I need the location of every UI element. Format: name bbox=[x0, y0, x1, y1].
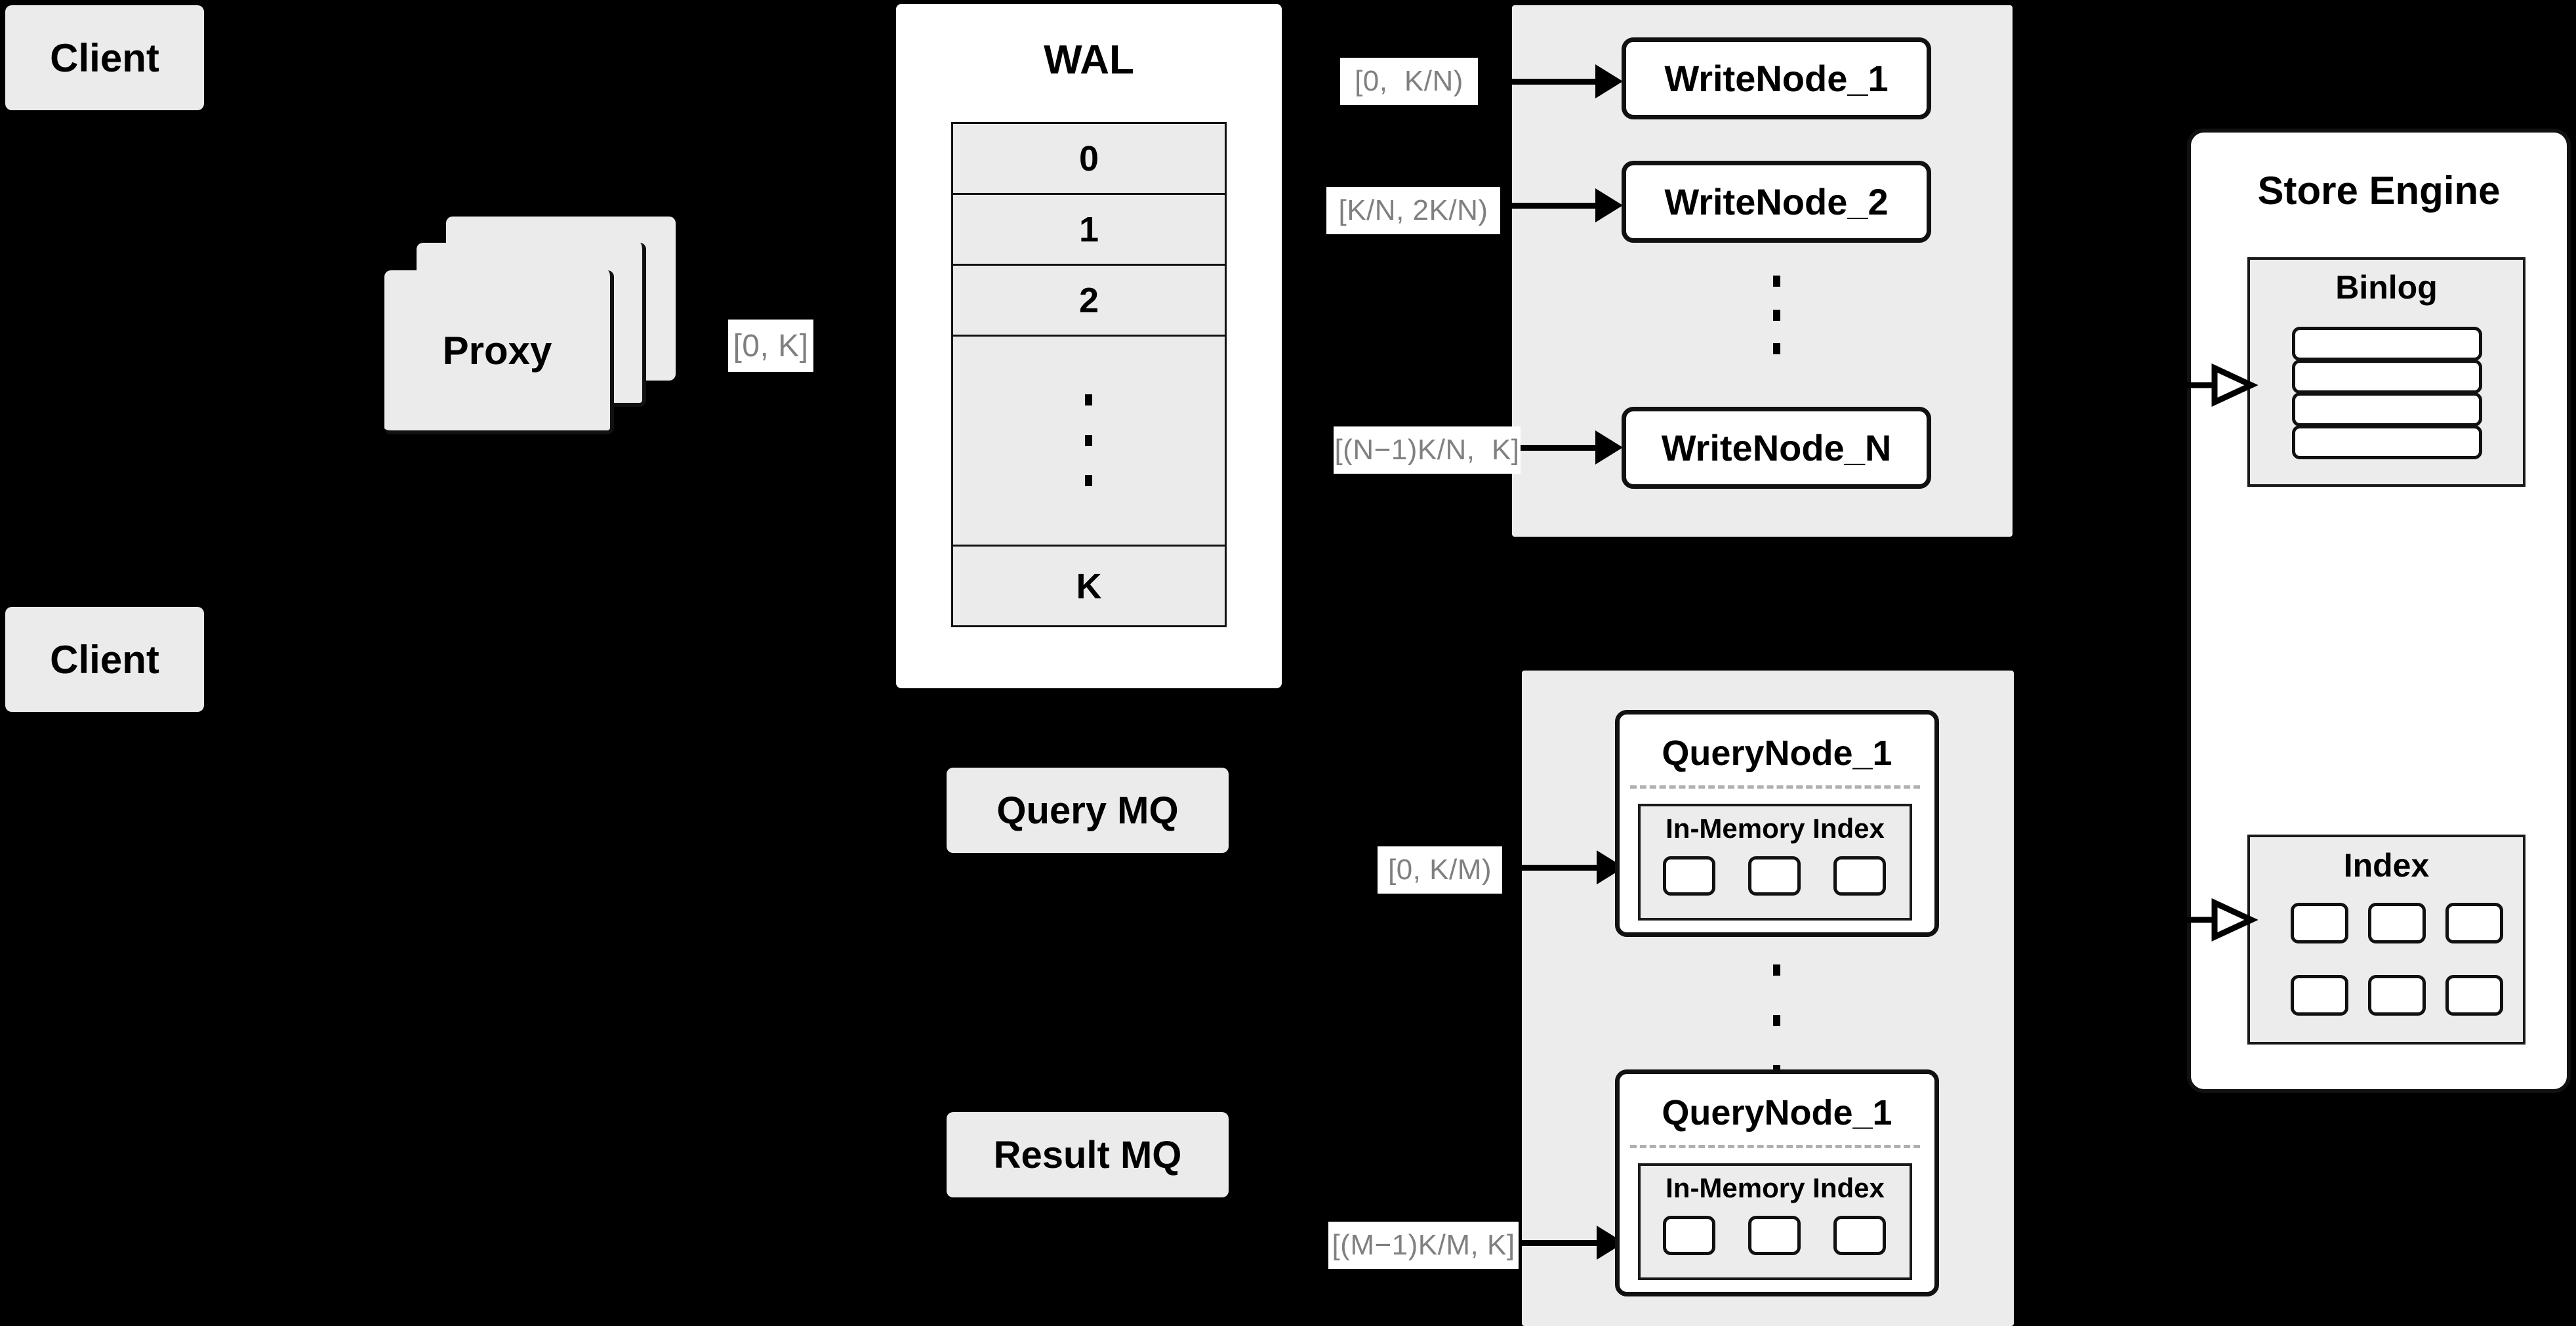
write-node-n-label: WriteNode_N bbox=[1661, 427, 1892, 468]
binlog-group: Binlog bbox=[2247, 257, 2525, 487]
wal-row-1[interactable]: 1 bbox=[953, 195, 1225, 266]
query-node-1[interactable]: QueryNode_1 In-Memory Index bbox=[1615, 710, 1939, 937]
write-node-1-arrow-head bbox=[1595, 64, 1623, 98]
query-mq-label: Query MQ bbox=[996, 789, 1179, 832]
store-engine-panel[interactable]: Store Engine Binlog Index bbox=[2186, 129, 2571, 1093]
query-node-2-index-cell[interactable] bbox=[1833, 1216, 1886, 1255]
index-cell[interactable] bbox=[2445, 975, 2503, 1016]
result-mq-box[interactable]: Result MQ bbox=[947, 1112, 1229, 1197]
query-node-1-inmemory-index: In-Memory Index bbox=[1638, 804, 1912, 921]
index-cell[interactable] bbox=[2445, 903, 2503, 943]
wal-row-ellipsis bbox=[953, 337, 1225, 547]
query-node-2-range-label: [(M−1)K/M, K] bbox=[1328, 1222, 1519, 1269]
index-title: Index bbox=[2343, 847, 2430, 884]
binlog-row[interactable] bbox=[2292, 425, 2482, 459]
query-node-1-index-cell[interactable] bbox=[1833, 856, 1886, 896]
query-node-2-title: QueryNode_1 bbox=[1662, 1093, 1892, 1132]
client-box-1[interactable]: Client bbox=[5, 5, 204, 110]
query-mq-box[interactable]: Query MQ bbox=[947, 768, 1229, 853]
index-cell[interactable] bbox=[2368, 975, 2426, 1016]
write-node-n-arrow-head bbox=[1595, 430, 1623, 465]
write-node-2-label: WriteNode_2 bbox=[1664, 181, 1889, 222]
query-node-2-index-cell[interactable] bbox=[1663, 1216, 1715, 1255]
binlog-row[interactable] bbox=[2292, 360, 2482, 394]
wal-title: WAL bbox=[1044, 37, 1134, 83]
query-node-2-inmemory-index: In-Memory Index bbox=[1638, 1163, 1912, 1280]
write-node-2-range-label: [K/N, 2K/N) bbox=[1326, 187, 1500, 234]
query-node-2-inmemory-index-title: In-Memory Index bbox=[1666, 1172, 1885, 1203]
write-node-2[interactable]: WriteNode_2 bbox=[1622, 161, 1931, 243]
write-node-n-arrow-line bbox=[1521, 445, 1603, 451]
query-node-1-range-label: [0, K/M) bbox=[1378, 846, 1502, 894]
write-node-1-arrow-line bbox=[1478, 79, 1603, 85]
query-node-1-inmemory-index-title: In-Memory Index bbox=[1666, 813, 1885, 844]
wal-row-k[interactable]: K bbox=[1076, 567, 1102, 606]
write-node-n-range-label: [(N−1)K/N, K] bbox=[1334, 426, 1521, 474]
store-engine-title: Store Engine bbox=[2257, 168, 2501, 213]
proxy-label: Proxy bbox=[442, 328, 552, 373]
query-cluster-ellipsis bbox=[1771, 964, 1782, 1076]
query-node-2-index-cell[interactable] bbox=[1748, 1216, 1801, 1255]
write-node-1-range-label: [0, K/N) bbox=[1340, 58, 1478, 105]
query-node-1-index-cell[interactable] bbox=[1663, 856, 1715, 896]
write-cluster-ellipsis bbox=[1771, 276, 1782, 354]
index-cell[interactable] bbox=[2291, 975, 2348, 1016]
proxy-box[interactable]: Proxy bbox=[384, 270, 614, 434]
index-open-arrow-icon bbox=[2186, 898, 2258, 942]
wal-row-2[interactable]: 2 bbox=[953, 266, 1225, 337]
client-label-1: Client bbox=[50, 35, 159, 80]
index-cell[interactable] bbox=[2291, 903, 2348, 943]
client-label-2: Client bbox=[50, 637, 159, 682]
query-node-1-title: QueryNode_1 bbox=[1662, 734, 1892, 773]
query-node-2-divider bbox=[1630, 1145, 1920, 1148]
query-node-1-divider bbox=[1630, 785, 1920, 789]
wal-panel: WAL 0 1 2 K bbox=[896, 4, 1282, 688]
index-group: Index bbox=[2247, 835, 2525, 1045]
write-node-2-arrow-line bbox=[1500, 203, 1603, 209]
wal-table: 0 1 2 K bbox=[951, 122, 1227, 627]
index-cell[interactable] bbox=[2368, 903, 2426, 943]
client-box-2[interactable]: Client bbox=[5, 607, 204, 712]
binlog-row[interactable] bbox=[2292, 392, 2482, 426]
write-node-n[interactable]: WriteNode_N bbox=[1622, 407, 1931, 489]
query-node-2[interactable]: QueryNode_1 In-Memory Index bbox=[1615, 1069, 1939, 1296]
binlog-row[interactable] bbox=[2292, 327, 2482, 361]
query-node-1-arrow-line bbox=[1502, 865, 1604, 871]
wal-row-0[interactable]: 0 bbox=[953, 124, 1225, 195]
binlog-title: Binlog bbox=[2335, 269, 2438, 306]
write-node-2-arrow-head bbox=[1595, 188, 1623, 222]
query-node-2-arrow-line bbox=[1519, 1240, 1604, 1246]
proxy-wal-range-label: [0, K] bbox=[728, 320, 813, 372]
result-mq-label: Result MQ bbox=[993, 1133, 1182, 1176]
write-node-1[interactable]: WriteNode_1 bbox=[1622, 37, 1931, 119]
binlog-open-arrow-icon bbox=[2186, 363, 2258, 407]
wal-ellipsis-dots bbox=[1085, 394, 1092, 486]
write-node-1-label: WriteNode_1 bbox=[1664, 58, 1889, 99]
query-node-1-index-cell[interactable] bbox=[1748, 856, 1801, 896]
